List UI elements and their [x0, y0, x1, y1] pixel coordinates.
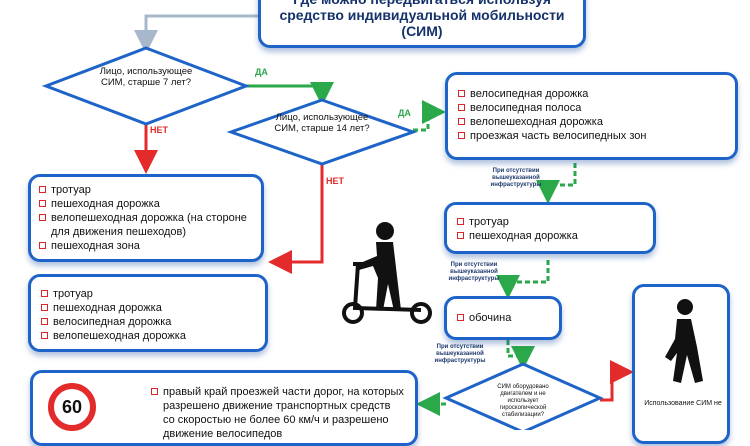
list-item: пешеходная зона: [39, 239, 253, 253]
label-absent-1: При отсутствии вышеуказанной инфраструкт…: [490, 168, 542, 188]
list-item: велопешеходная дорожка: [458, 115, 725, 129]
scooter-icon: [342, 222, 432, 324]
label-yes-1: ДА: [255, 67, 268, 77]
list-item: велопешеходная дорожка: [41, 329, 255, 343]
list-item: пешеходная дорожка: [41, 301, 255, 315]
list-item: обочина: [457, 311, 549, 325]
list-item: велосипедная полоса: [458, 101, 725, 115]
list-item: пешеходная дорожка: [39, 197, 253, 211]
label-no-2: НЕТ: [326, 176, 344, 186]
decision-age-14: Лицо, использующее СИМ, старше 14 лет?: [274, 112, 370, 134]
label-absent-2: При отсутствии вышеуказанной инфраструкт…: [448, 262, 500, 282]
list-item: велосипедная дорожка: [41, 315, 255, 329]
speed-limit-value: 60: [61, 396, 83, 417]
label-absent-3: При отсутствии вышеуказанной инфраструкт…: [434, 344, 486, 364]
page-title: Где можно передвигаться используя средст…: [279, 0, 565, 39]
connector-arrows: [134, 14, 634, 416]
list-item: проезжая часть велосипедных зон: [458, 129, 725, 143]
box-pedestrian: Использование СИМ не: [632, 284, 730, 444]
list-item: велопешеходная дорожка (на стороне для д…: [39, 211, 253, 239]
box-under-7: тротуар пешеходная дорожка велопешеходна…: [28, 174, 264, 262]
box-age-7-14: тротуар пешеходная дорожка велосипедная …: [28, 274, 268, 352]
box-fallback-shoulder: обочина: [444, 296, 562, 340]
label-no-1: НЕТ: [150, 125, 168, 135]
box-over-14: велосипедная дорожка велосипедная полоса…: [445, 72, 738, 160]
list-item: пешеходная дорожка: [457, 229, 643, 243]
decision-motor: СИМ оборудовано двигателем и не использу…: [497, 384, 549, 418]
pedestrian-icon: [665, 299, 703, 383]
box-fallback-sidewalk: тротуар пешеходная дорожка: [444, 202, 656, 254]
list-item: велосипедная дорожка: [458, 87, 725, 101]
title-box: Где можно передвигаться используя средст…: [258, 0, 586, 48]
list-item: тротуар: [457, 215, 643, 229]
list-item: тротуар: [39, 183, 253, 197]
list-item: правый край проезжей части дорог, на кот…: [151, 385, 405, 441]
label-yes-2: ДА: [398, 108, 411, 118]
decision-diamonds: [41, 46, 604, 430]
pedestrian-box-text: Использование СИМ не: [644, 400, 722, 407]
decision-age-7: Лицо, использующее СИМ, старше 7 лет?: [99, 66, 193, 88]
list-item: тротуар: [41, 287, 255, 301]
speed-limit-sign: 60: [48, 383, 96, 431]
